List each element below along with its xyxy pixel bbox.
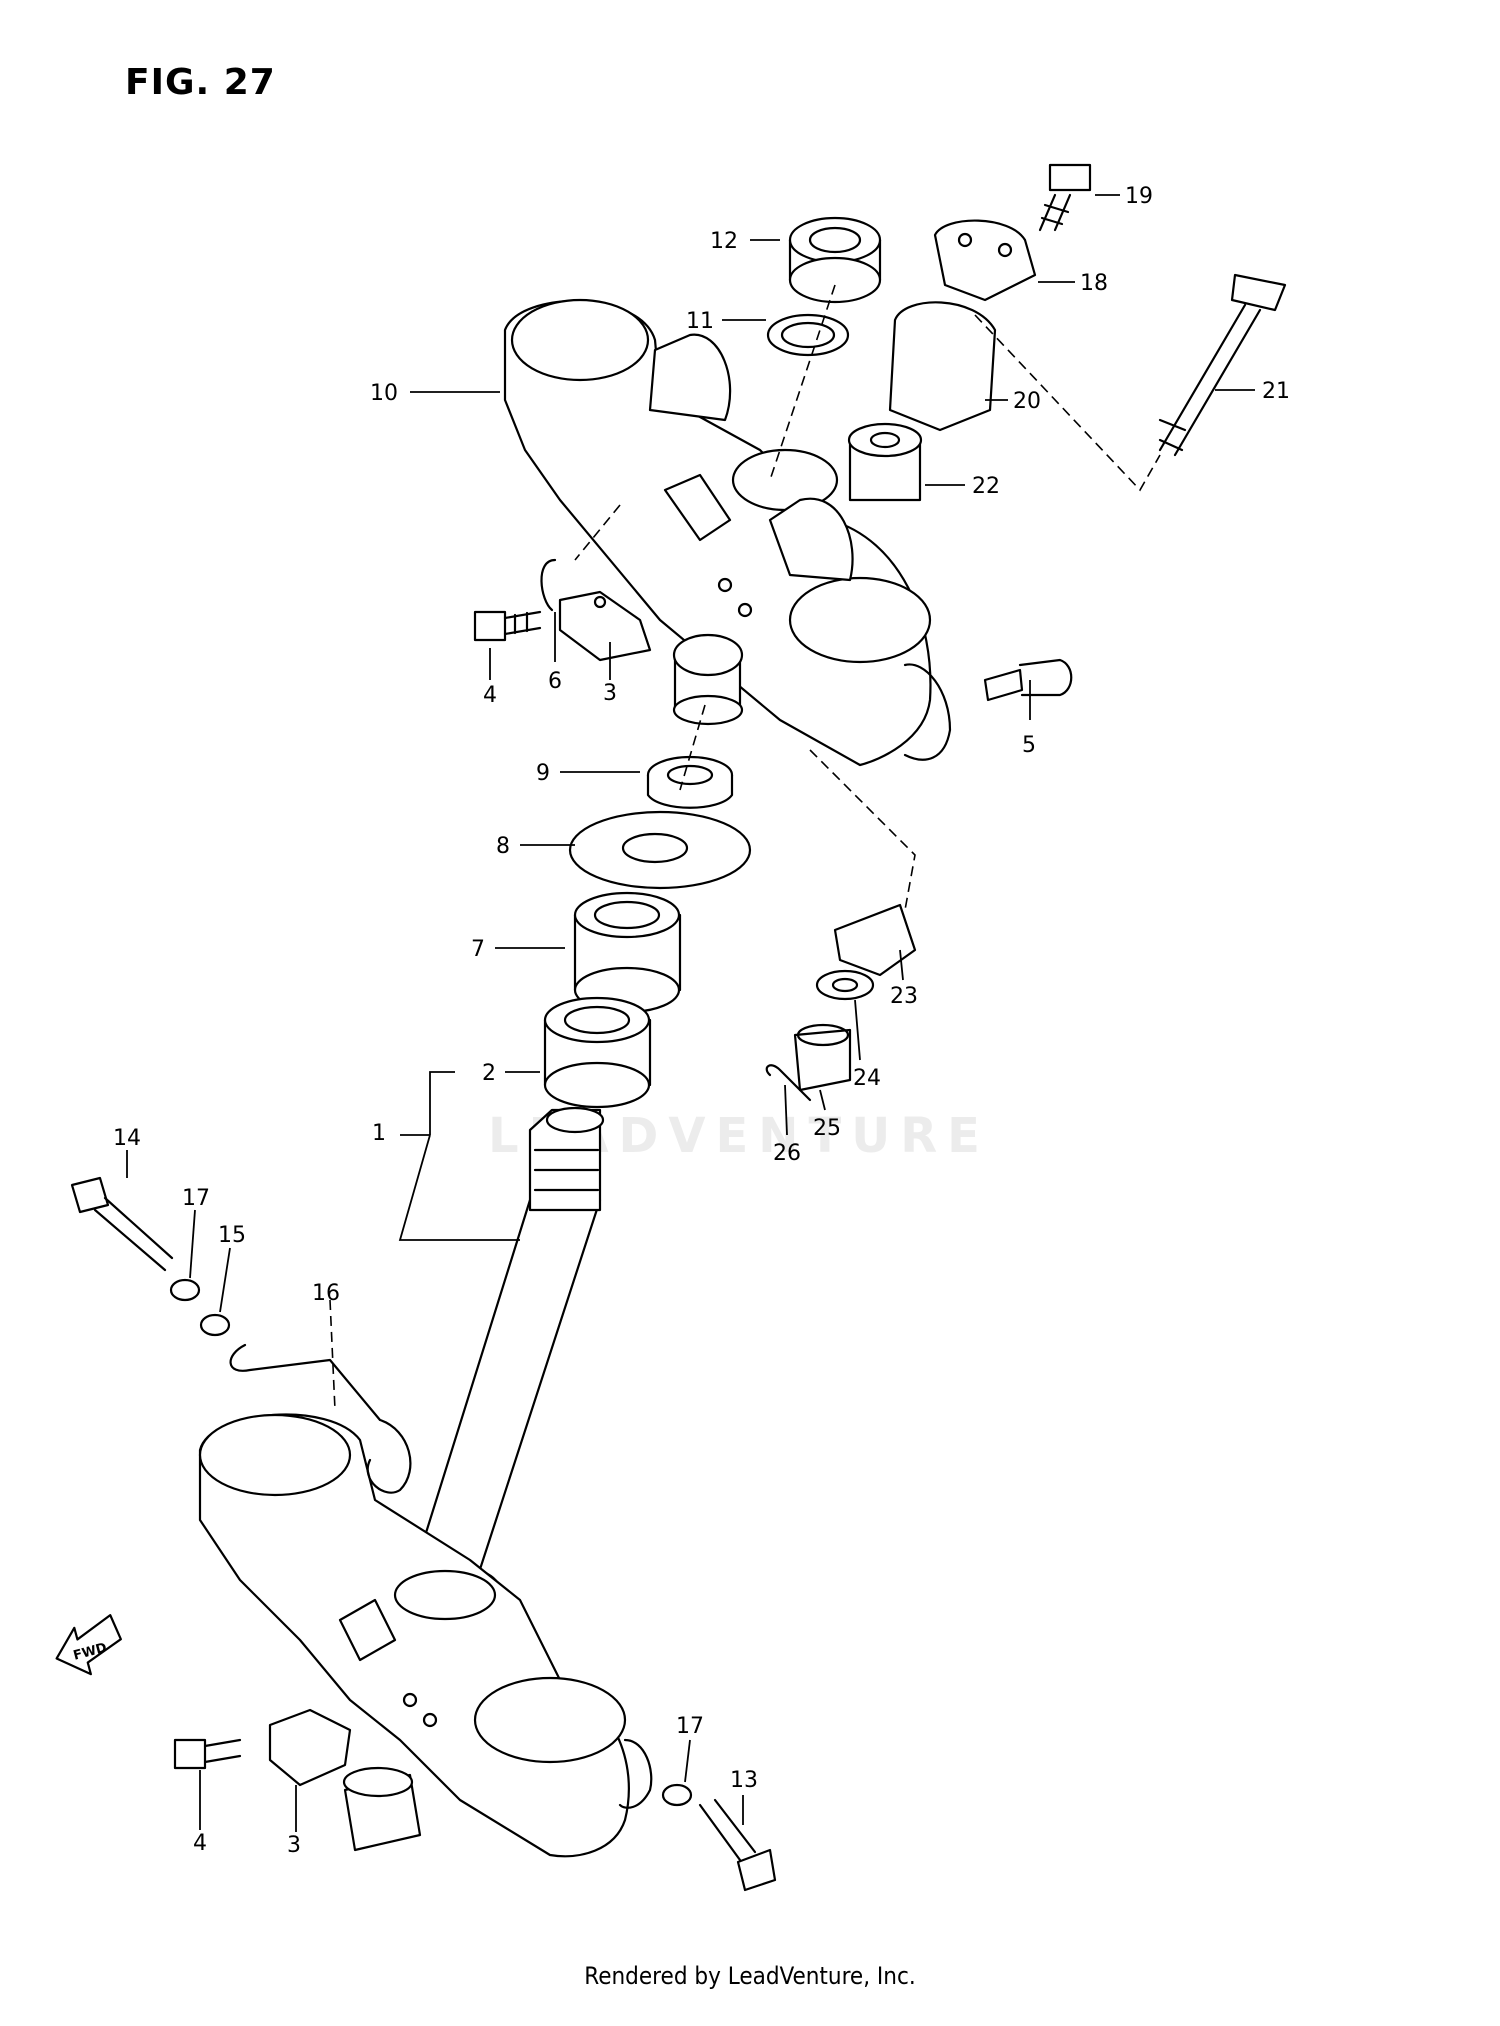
callout-7: 7: [471, 937, 485, 962]
bushing-under-clamp[interactable]: [672, 633, 744, 726]
assembly-line: [974, 314, 1161, 492]
callout-4-lower: 4: [193, 1831, 207, 1856]
callout-17-lower: 17: [676, 1714, 704, 1739]
callout-11: 11: [686, 309, 714, 334]
handlebar-holder-lower-20[interactable]: [888, 301, 997, 432]
callout-3-lower: 3: [287, 1833, 301, 1858]
forward-direction-arrow: FWD: [55, 1614, 122, 1676]
callout-20: 20: [1013, 389, 1041, 414]
callout-13: 13: [730, 1768, 758, 1793]
figure-title: FIG. 27: [125, 62, 276, 103]
bolt-14[interactable]: [70, 1176, 174, 1272]
callout-24: 24: [853, 1066, 881, 1091]
assembly-line: [769, 284, 836, 481]
callout-4-upper: 4: [483, 683, 497, 708]
nut-25[interactable]: [793, 1023, 852, 1092]
cotter-pin-26[interactable]: [765, 1064, 812, 1102]
callout-22: 22: [972, 474, 1000, 499]
washers-15-17[interactable]: [169, 1278, 693, 1807]
bushing-lower-clamp[interactable]: [342, 1766, 422, 1852]
callout-25: 25: [813, 1116, 841, 1141]
washer-8[interactable]: [568, 810, 752, 890]
cable-guide-3-upper[interactable]: [558, 590, 652, 662]
callout-23: 23: [890, 984, 918, 1009]
cable-guide-3-lower[interactable]: [268, 1708, 352, 1787]
assembly-line: [574, 504, 621, 561]
callout-1: 1: [372, 1121, 386, 1146]
upper-triple-clamp[interactable]: [503, 298, 952, 767]
callout-labels: 1 2 3 3 4 4 5 6 7 8 9 10 11 12 13 14 15 …: [113, 184, 1290, 1858]
bolt-4-upper[interactable]: [473, 610, 542, 642]
wire-clip-6[interactable]: [540, 558, 557, 612]
callout-21: 21: [1262, 379, 1290, 404]
bearing-lower[interactable]: [543, 996, 652, 1109]
washer-11[interactable]: [766, 313, 850, 357]
callout-8: 8: [496, 834, 510, 859]
callout-10: 10: [370, 381, 398, 406]
bolt-21[interactable]: [1158, 273, 1287, 457]
callout-18: 18: [1080, 271, 1108, 296]
callout-19: 19: [1125, 184, 1153, 209]
cushion-23[interactable]: [833, 903, 917, 977]
callout-3-upper: 3: [603, 681, 617, 706]
callout-5: 5: [1022, 733, 1036, 758]
leader-lines: [126, 194, 1255, 1832]
assembly-line: [329, 1299, 336, 1411]
bolt-4-lower[interactable]: [173, 1738, 242, 1770]
assembly-line: [679, 704, 706, 791]
callout-17-upper: 17: [182, 1186, 210, 1211]
bolt-5[interactable]: [983, 658, 1073, 702]
footer-credit: Rendered by LeadVenture, Inc.: [584, 1962, 916, 1990]
callout-14: 14: [113, 1126, 141, 1151]
callout-2: 2: [482, 1061, 496, 1086]
bolt-19[interactable]: [1038, 163, 1092, 232]
nut-12[interactable]: [788, 216, 882, 304]
callout-9: 9: [536, 761, 550, 786]
callout-26: 26: [773, 1141, 801, 1166]
callout-16: 16: [312, 1281, 340, 1306]
cable-guide-wire[interactable]: [229, 1343, 412, 1494]
callout-6: 6: [548, 669, 562, 694]
handlebar-holder-upper-18[interactable]: [933, 219, 1037, 302]
nut-9[interactable]: [646, 755, 734, 809]
cushion-22[interactable]: [847, 422, 923, 502]
callout-12: 12: [710, 229, 738, 254]
lower-triple-clamp[interactable]: [198, 1413, 653, 1858]
bolt-13[interactable]: [698, 1798, 777, 1892]
washer-24[interactable]: [815, 969, 875, 1001]
bearing-upper[interactable]: [573, 891, 682, 1014]
callout-15: 15: [218, 1223, 246, 1248]
assembly-line: [809, 749, 916, 911]
